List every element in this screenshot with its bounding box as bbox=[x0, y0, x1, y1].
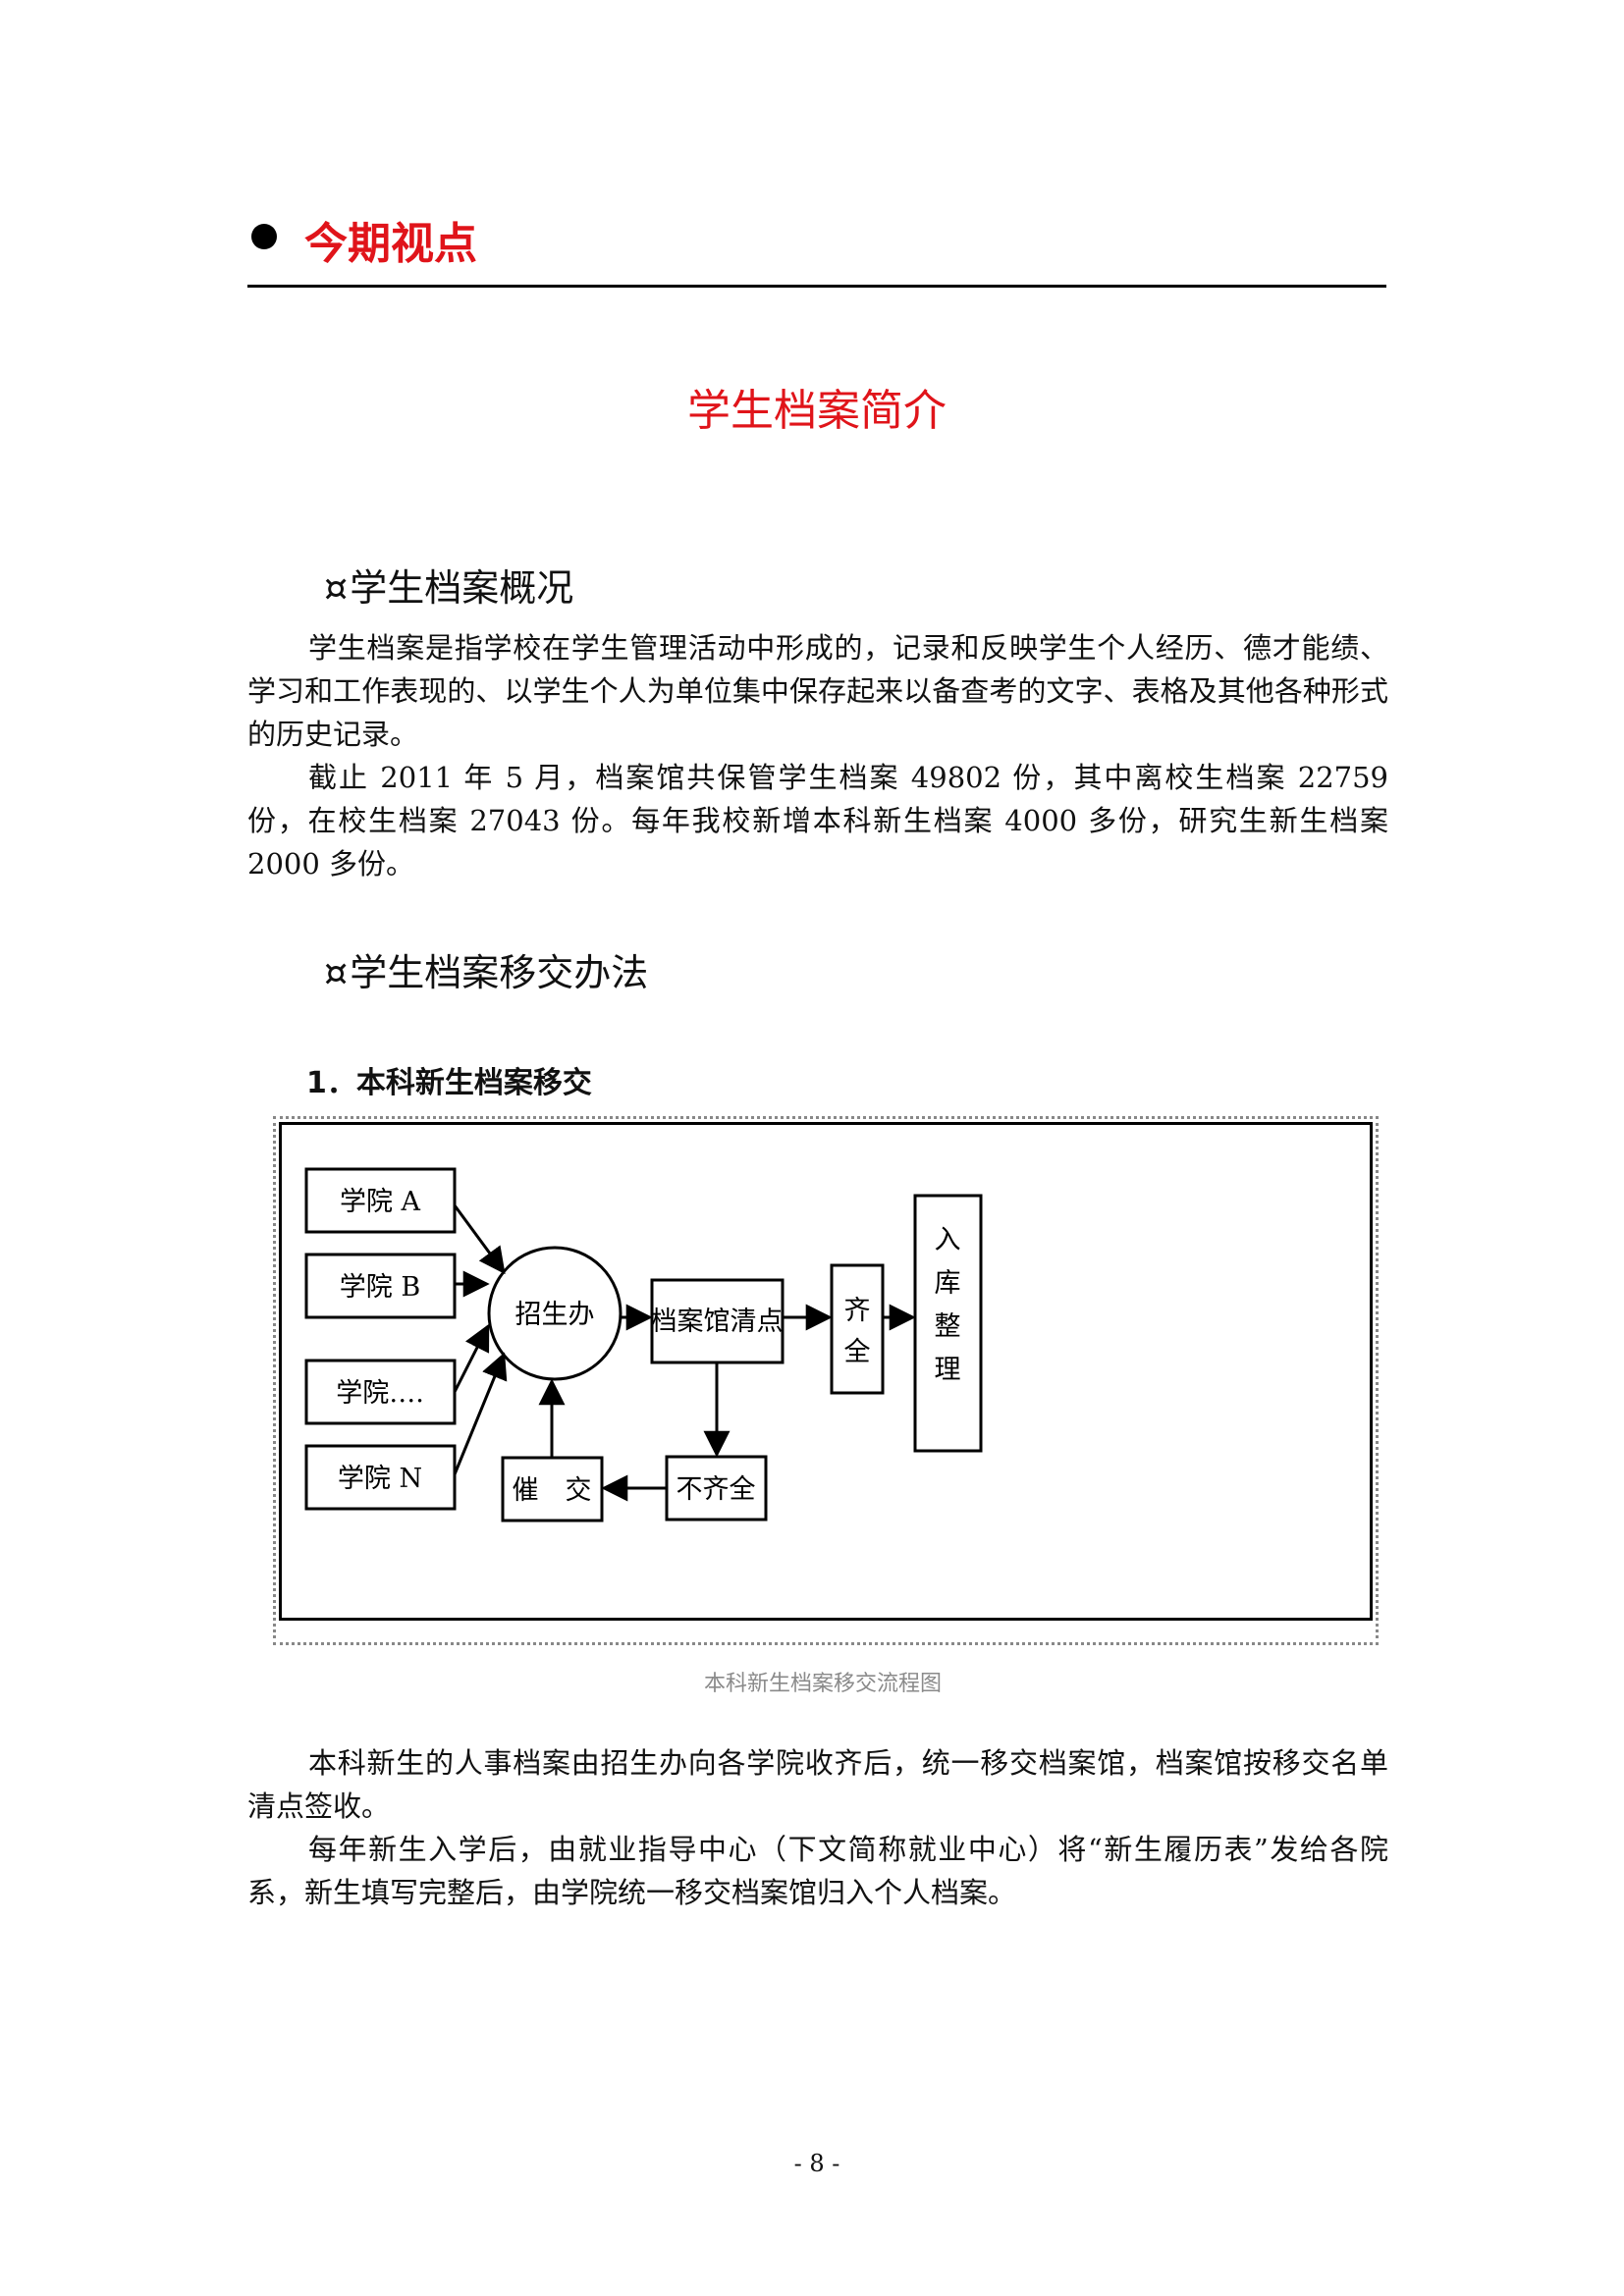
overview-heading-text: 学生档案概况 bbox=[350, 566, 574, 610]
urge-box bbox=[501, 1456, 604, 1522]
complete-label-1: 齐 bbox=[844, 1296, 871, 1326]
incomplete-box bbox=[665, 1455, 768, 1522]
college-etc-box bbox=[304, 1359, 457, 1425]
storage-label-4: 理 bbox=[935, 1355, 961, 1385]
college-n-label: 学院 N bbox=[338, 1464, 422, 1494]
transfer-heading-text: 学生档案移交办法 bbox=[350, 951, 649, 994]
storage-box-full bbox=[913, 1194, 983, 1453]
college-a-label: 学院 A bbox=[340, 1187, 421, 1217]
college-b-label: 学院 B bbox=[340, 1272, 420, 1303]
storage-label-2: 库 bbox=[935, 1268, 961, 1299]
flow-diagram: 学院 A 学院 B 学院…. 学院 N 招生办 档案馆清点 齐 全 入 库 整 … bbox=[273, 1116, 1379, 1645]
step-1-title: 1．本科新生档案移交 bbox=[306, 1066, 592, 1100]
college-etc-label: 学院…. bbox=[336, 1378, 424, 1409]
section-title: 今期视点 bbox=[304, 219, 477, 269]
college-n-box bbox=[304, 1444, 457, 1511]
overview-paragraph-2: 截止 2011 年 5 月，档案馆共保管学生档案 49802 份，其中离校生档案… bbox=[247, 761, 1388, 881]
complete-label-2: 全 bbox=[844, 1337, 871, 1367]
section-header: 今期视点 bbox=[247, 196, 1386, 288]
storage-label-3: 整 bbox=[935, 1311, 961, 1342]
storage-label-1: 入 bbox=[935, 1225, 961, 1255]
currency-symbol-icon: ¤ bbox=[324, 951, 349, 994]
flow-diagram-svg: 学院 A 学院 B 学院…. 学院 N 招生办 档案馆清点 齐 全 入 库 整 … bbox=[304, 1167, 983, 1522]
urge-label: 催 交 bbox=[513, 1475, 592, 1506]
article-title: 学生档案简介 bbox=[687, 386, 947, 436]
currency-symbol-icon: ¤ bbox=[324, 566, 349, 610]
college-b-box bbox=[304, 1253, 457, 1319]
incomplete-label: 不齐全 bbox=[677, 1474, 756, 1505]
transfer-heading: ¤学生档案移交办法 bbox=[324, 942, 648, 996]
arrow-college-etc-to-admissions bbox=[453, 1323, 490, 1393]
arrow-college-n-to-admissions bbox=[453, 1352, 508, 1475]
transfer-paragraph-1: 本科新生的人事档案由招生办向各学院收齐后，统一移交档案馆，档案馆按移交名单清点签… bbox=[247, 1746, 1388, 1823]
archive-check-label: 档案馆清点 bbox=[651, 1307, 784, 1337]
transfer-paragraph-2: 每年新生入学后，由就业指导中心（下文简称就业中心）将“新生履历表”发给各院系，新… bbox=[247, 1833, 1388, 1909]
college-a-box bbox=[304, 1167, 457, 1234]
arrow-college-a-to-admissions bbox=[453, 1204, 506, 1275]
flow-diagram-frame: 学院 A 学院 B 学院…. 学院 N 招生办 档案馆清点 齐 全 入 库 整 … bbox=[279, 1122, 1373, 1621]
bullet-icon bbox=[251, 224, 277, 249]
admissions-label: 招生办 bbox=[515, 1300, 595, 1330]
page-number: - 8 - bbox=[793, 2150, 840, 2177]
complete-box bbox=[830, 1263, 885, 1395]
overview-paragraph-1: 学生档案是指学校在学生管理活动中形成的，记录和反映学生个人经历、德才能绩、学习和… bbox=[247, 631, 1388, 751]
diagram-caption: 本科新生档案移交流程图 bbox=[703, 1672, 942, 1696]
overview-heading: ¤学生档案概况 bbox=[324, 558, 573, 612]
